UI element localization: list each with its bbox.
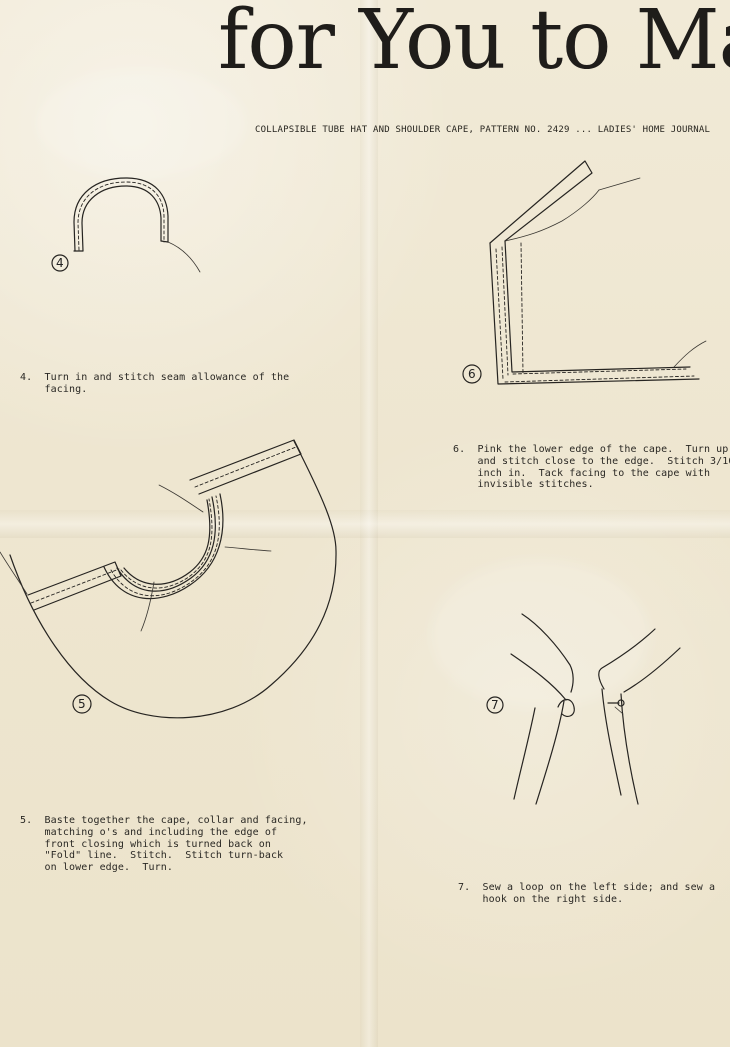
step-5-illustration: 5 [0,439,337,719]
fold-line [224,546,272,552]
stitch-line [30,568,120,604]
collar-innermost-curve [123,499,211,585]
step-text-line: and stitch close to the edge. Stitch 3/1… [453,455,730,467]
step-text-line: on lower edge. Turn. [20,862,174,874]
loop-icon [557,698,575,717]
cape-edge [0,551,28,595]
step-7-text: 7. Sew a loop on the left side; and sew … [458,882,716,906]
step-7-illustration: 7 [486,613,681,805]
stitch-line [495,248,504,380]
stitch-line [77,181,165,251]
inner-hem-edge [504,240,691,373]
left-lower-edge [535,700,565,805]
step-6-illustration: 6 [462,160,707,385]
step-text-line: front closing which is turned back on [20,838,271,850]
stitch-line [520,242,524,374]
collar-inner-curve [116,496,216,592]
step-text-line: 5. Baste together the cape, collar and f… [20,815,308,826]
pattern-subtitle: COLLAPSIBLE TUBE HAT AND SHOULDER CAPE, … [255,125,711,135]
step-4-illustration: 4 [51,177,201,273]
step-number-circle [462,364,482,384]
right-cape-edge [598,628,656,690]
cape-outline [9,440,337,719]
step-badge: 5 [72,694,92,714]
step-text-line: facing. [20,383,88,395]
step-number: 7 [491,698,499,712]
facing-end [160,240,169,243]
step-6-text: 6. Pink the lower edge of the cape. Turn… [453,444,730,491]
page-title: for You to Make [218,0,730,88]
right-front-edge [623,647,681,693]
step-text-line: matching o's and including the edge of [20,826,278,838]
step-badge: 6 [462,364,482,384]
stitch-line [110,495,220,597]
step-number: 5 [78,697,86,711]
upper-collar-edge [489,160,593,244]
stitch-line [194,446,297,488]
left-front-edge [510,653,567,701]
step-text-line: invisible stitches. [453,479,594,491]
step-text-line: 4. Turn in and stitch seam allowance of … [20,372,290,383]
step-text-line: "Fold" line. Stitch. Stitch turn-back [20,850,284,862]
front-collar-edge [189,439,302,495]
step-4-diagram: 4 [44,170,214,285]
step-number-circle [72,694,92,714]
stitch-line [120,498,213,589]
pinked-edge [504,189,600,242]
stitch-line [512,368,687,375]
step-badge: 4 [51,254,69,272]
step-number: 4 [56,256,64,270]
step-text-line: 6. Pink the lower edge of the cape. Turn… [453,444,730,455]
collar-outer-curve [103,493,224,600]
step-number-circle [51,254,69,272]
cape-edge [673,340,707,368]
fold-line [158,484,204,513]
step-5-diagram: 5 [0,430,350,730]
seam-line [140,581,155,632]
step-text-line: inch in. Tack facing to the cape with [453,467,711,479]
hook-tail [614,706,624,715]
right-lower-edge [620,693,639,805]
step-number-circle [486,696,504,714]
right-inner-line [601,688,622,796]
step-6-diagram: 6 [450,155,715,390]
step-number: 6 [468,367,476,381]
left-inner-line [513,707,536,800]
stitch-line [504,375,695,383]
left-cape-edge [521,613,574,693]
step-badge: 7 [486,696,504,714]
step-5-text: 5. Baste together the cape, collar and f… [20,815,320,874]
facing-outline [73,177,169,252]
stitch-line [501,246,509,376]
step-4-text: 4. Turn in and stitch seam allowance of … [20,372,310,396]
step-text-line: 7. Sew a loop on the left side; and sew … [458,882,716,893]
step-text-line: hook on the right side. [458,893,624,905]
paper-highlight [36,68,246,178]
step-7-diagram: 7 [478,605,693,815]
seam-edge [167,241,201,273]
outer-hem-edge [489,242,700,385]
vertical-fold-crease [360,0,378,1047]
cape-edge [598,177,641,191]
hook-loop-icon [617,699,625,707]
facing-inner-edge [81,185,162,252]
